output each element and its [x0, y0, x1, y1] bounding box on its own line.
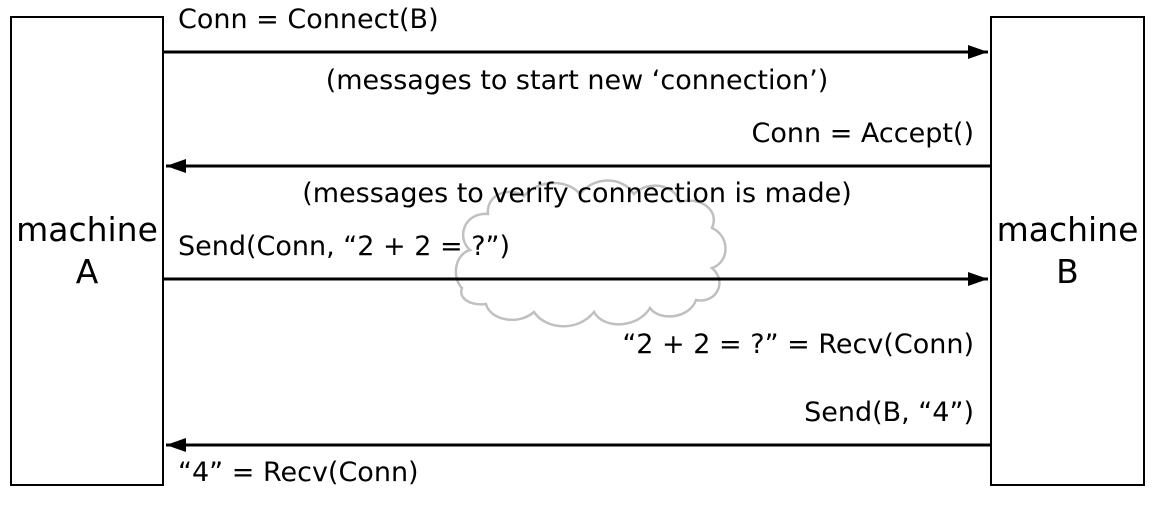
- machine-b-box: machine B: [990, 16, 1145, 486]
- machine-a-box: machine A: [10, 16, 164, 486]
- recv-answer-label: “4” = Recv(Conn): [178, 457, 419, 488]
- accept-label: Conn = Accept(): [751, 118, 974, 149]
- network-cloud-icon: [454, 179, 727, 328]
- connect-label: Conn = Connect(B): [178, 4, 439, 35]
- recv-question-label: “2 + 2 = ?” = Recv(Conn): [622, 329, 974, 360]
- machine-a-name: A: [75, 252, 99, 291]
- verify-connection-note: (messages to verify connection is made): [302, 178, 852, 209]
- machine-a-label: machine: [16, 210, 158, 249]
- machine-b-label: machine: [996, 210, 1139, 249]
- machine-b-name: B: [1056, 252, 1079, 291]
- start-connection-note: (messages to start new ‘connection’): [325, 65, 829, 96]
- send-answer-label: Send(B, “4”): [804, 397, 974, 428]
- send-question-label: Send(Conn, “2 + 2 = ?”): [178, 231, 511, 262]
